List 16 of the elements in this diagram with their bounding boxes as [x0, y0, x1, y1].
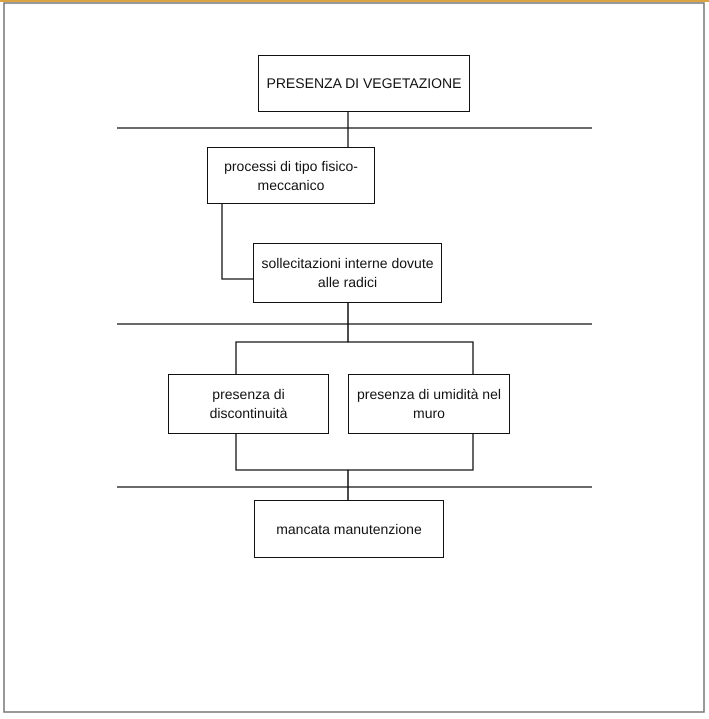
process-box [258, 55, 470, 112]
box-label: processi di tipo fisico-meccanico [223, 156, 359, 194]
connector-line [347, 112, 349, 147]
box-label: PRESENZA DI VEGETAZIONE [266, 74, 462, 93]
box-label: presenza di discontinuità [208, 385, 288, 423]
connector-line [347, 434, 474, 500]
box-label: mancata manutenzione [276, 520, 422, 538]
box-label: sollecitazioni interne dovute alle radici [260, 254, 434, 292]
process-box [207, 147, 375, 204]
box-label: presenza di umidità nel muro [356, 385, 502, 423]
process-box [168, 374, 329, 434]
connector-line [347, 303, 474, 374]
process-box [348, 374, 510, 434]
connector-line [221, 204, 253, 280]
process-box [253, 243, 442, 303]
process-box [254, 500, 444, 558]
